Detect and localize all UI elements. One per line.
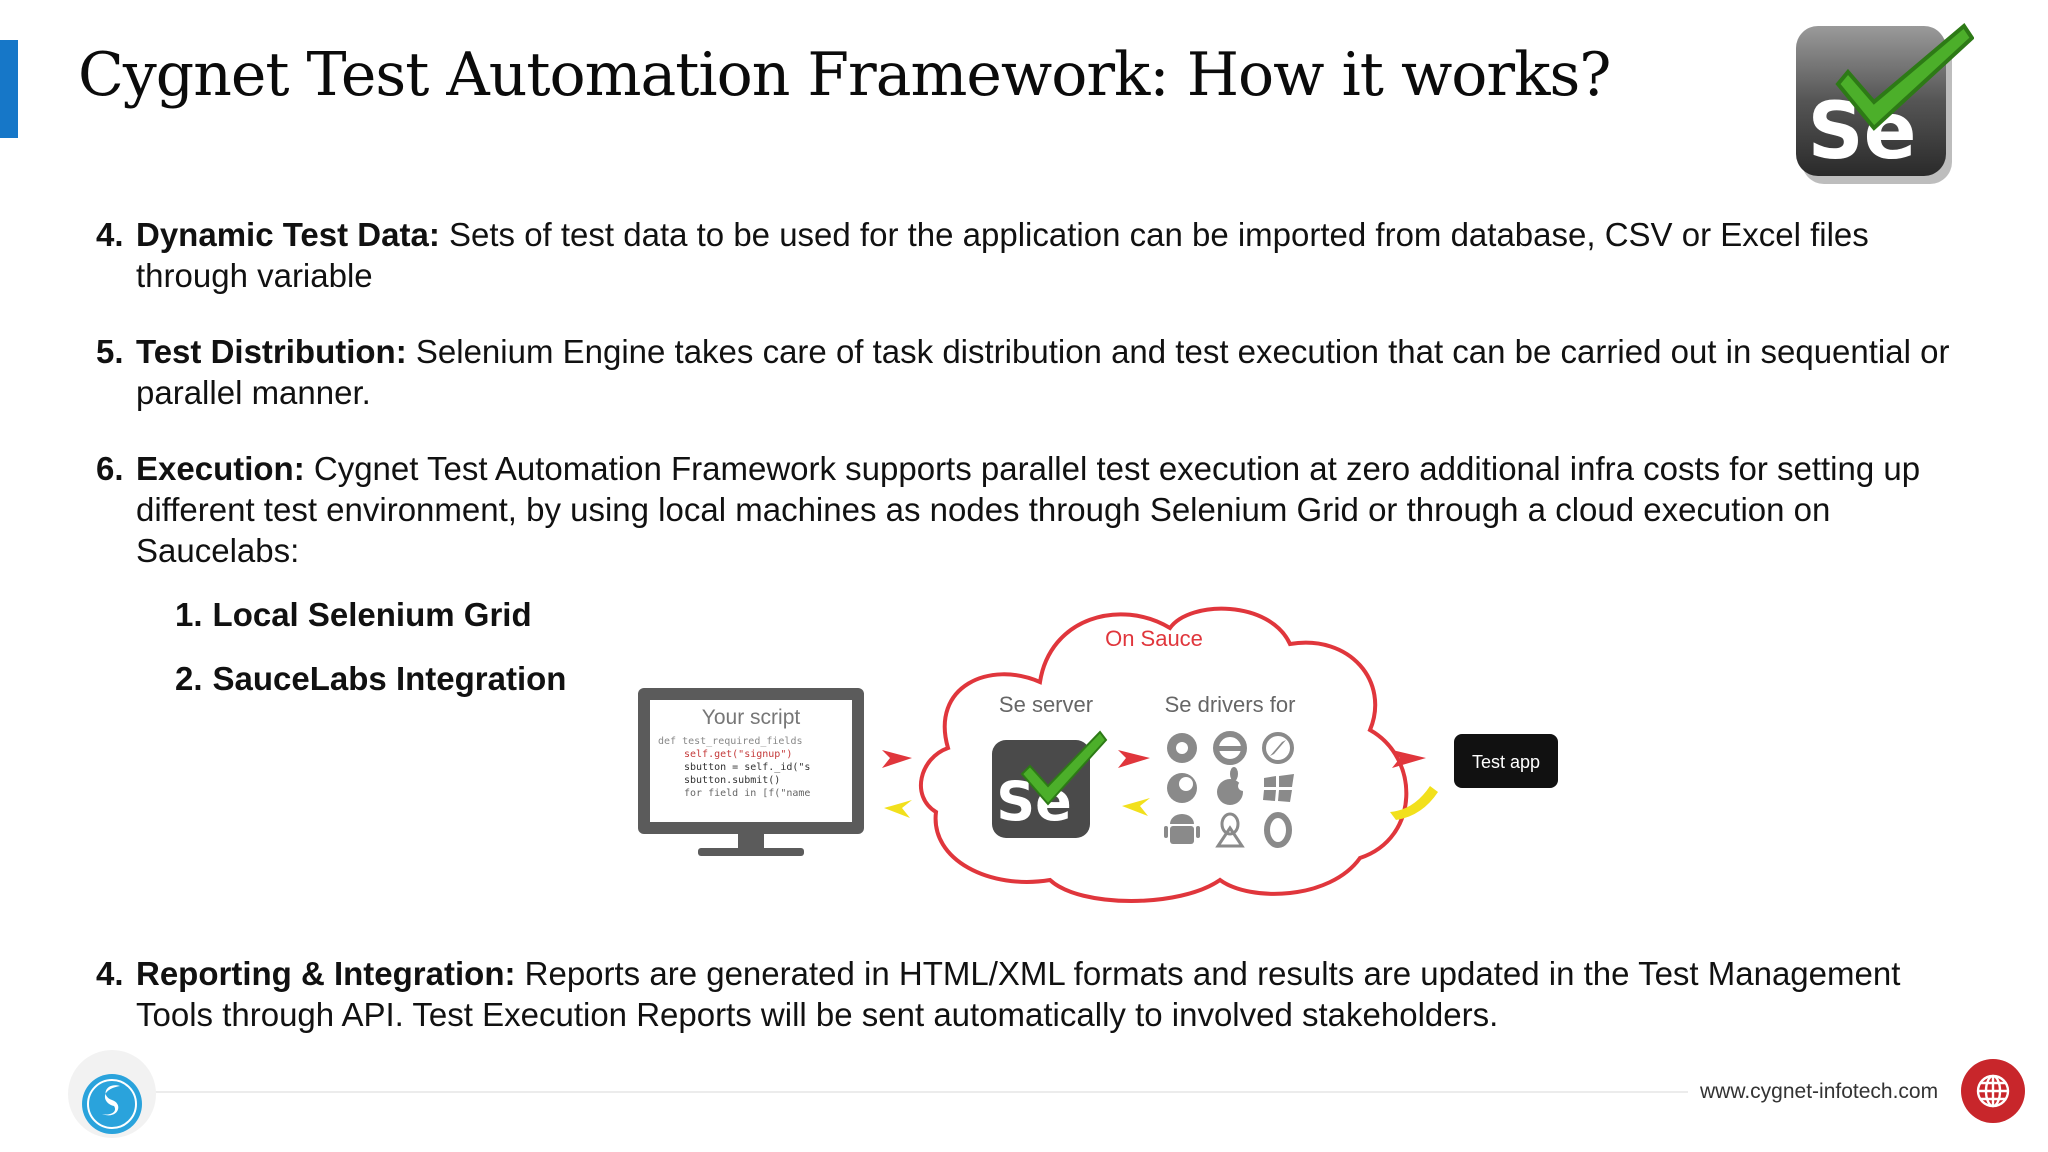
item-heading: Reporting & Integration: xyxy=(136,955,516,992)
cygnet-logo-icon xyxy=(68,1050,156,1138)
globe-icon[interactable] xyxy=(1960,1058,2026,1124)
code-line: sbutton = self._id("s xyxy=(684,762,810,773)
se-server-label: Se server xyxy=(999,692,1093,717)
sub-item-saucelabs-integration: 2.SauceLabs Integration xyxy=(175,660,566,698)
chrome-icon xyxy=(1167,733,1197,763)
item-text: Selenium Engine takes care of task distr… xyxy=(136,333,1950,411)
test-app-box xyxy=(1454,734,1558,788)
test-app-label: Test app xyxy=(1472,752,1540,772)
item-number: 4. xyxy=(96,216,124,253)
sauce-diagram: Your script def test_required_fields sel… xyxy=(638,606,1558,903)
android-icon xyxy=(1164,814,1200,844)
safari-icon xyxy=(1262,732,1294,764)
item-number: 5. xyxy=(96,333,124,370)
your-script-label: Your script xyxy=(702,706,801,729)
sub-item-local-selenium-grid: 1.Local Selenium Grid xyxy=(175,596,532,634)
code-line: sbutton.submit() xyxy=(684,775,780,786)
check-icon xyxy=(1835,23,1974,131)
firefox-icon xyxy=(1167,773,1197,803)
windows-icon xyxy=(1263,774,1294,802)
item-heading: Test Distribution: xyxy=(136,333,407,370)
check-icon xyxy=(1020,730,1108,806)
sub-item-label: Local Selenium Grid xyxy=(212,596,532,633)
list-item-test-distribution: 5. Test Distribution: Selenium Engine ta… xyxy=(96,331,1966,413)
arrow-right-icon xyxy=(882,750,912,768)
code-line: for field in [f("name xyxy=(684,788,810,799)
item-number: 4. xyxy=(96,955,124,992)
se-drivers-label: Se drivers for xyxy=(1165,692,1296,717)
list-item-dynamic-test-data: 4. Dynamic Test Data: Sets of test data … xyxy=(96,214,1966,296)
ie-icon xyxy=(1213,731,1247,765)
arrow-left-icon xyxy=(884,800,912,818)
footer-divider xyxy=(150,1091,1688,1093)
opera-icon xyxy=(1264,812,1292,848)
code-line: self.get("signup") xyxy=(684,749,792,760)
arrow-left-icon xyxy=(1390,786,1438,820)
arrow-right-icon xyxy=(1392,750,1426,768)
sub-item-number: 2. xyxy=(175,660,203,697)
driver-icons xyxy=(1164,731,1294,848)
script-monitor: Your script def test_required_fields sel… xyxy=(638,688,864,856)
slide-title: Cygnet Test Automation Framework: How it… xyxy=(78,40,1611,110)
sub-item-label: SauceLabs Integration xyxy=(212,660,567,697)
apple-icon xyxy=(1217,767,1248,805)
list-item-reporting-integration: 4. Reporting & Integration: Reports are … xyxy=(96,953,1966,1035)
selenium-logo: Se xyxy=(1796,23,1974,184)
list-item-execution: 6. Execution: Cygnet Test Automation Fra… xyxy=(96,448,1966,571)
title-accent-bar xyxy=(0,40,18,138)
footer-website[interactable]: www.cygnet-infotech.com xyxy=(1700,1080,1939,1103)
on-sauce-label: On Sauce xyxy=(1105,626,1203,651)
arrow-left-icon xyxy=(1122,798,1150,816)
arrow-right-icon xyxy=(1118,750,1150,768)
sub-item-number: 1. xyxy=(175,596,203,633)
item-heading: Dynamic Test Data: xyxy=(136,216,440,253)
code-line: def test_required_fields xyxy=(658,736,803,747)
item-text: Sets of test data to be used for the app… xyxy=(136,216,1869,294)
se-server-logo: Se xyxy=(992,730,1108,838)
item-heading: Execution: xyxy=(136,450,305,487)
item-text: Cygnet Test Automation Framework support… xyxy=(136,450,1921,569)
linux-icon xyxy=(1215,812,1245,848)
item-number: 6. xyxy=(96,450,124,487)
item-text: Reports are generated in HTML/XML format… xyxy=(136,955,1901,1033)
